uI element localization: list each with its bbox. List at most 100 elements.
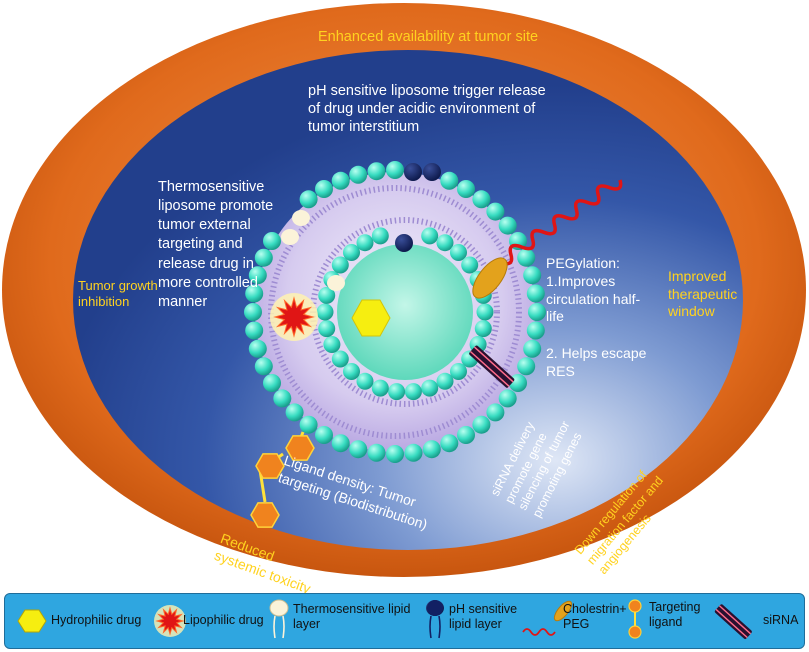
lipid-head [404,443,423,462]
targeting-ligands [250,431,315,528]
legend-sirna-label: siRNA [763,613,799,627]
lipid-head [498,389,517,408]
legend-thermosensitive: Thermosensitive lipid layer [263,594,421,648]
lipid-head [526,284,545,303]
lipophilic-drug-icon [154,605,186,637]
lipid-head [472,415,491,434]
lipid-head [476,303,494,321]
lipid-head [386,445,404,463]
lipid-head [244,303,262,321]
lipid-head [318,320,336,338]
lipid-head [526,321,545,340]
lipid-head [318,286,336,304]
hydrophilic-drug [351,299,391,337]
lipid-head [248,266,267,285]
lipid-head [349,440,368,459]
lipid-head [254,357,273,376]
lipid-head [254,248,273,267]
lipid-head [421,227,439,245]
lipid-head [440,434,459,453]
legend-ligand-label: Targeting ligand [649,600,701,629]
legend-thermosensitive-label: Thermosensitive lipid layer [293,602,411,631]
legend-hydrophilic: Hydrophilic drug [9,594,147,648]
outer-label-right: Improved therapeutic window [668,268,738,319]
lipid-head [299,190,318,209]
cholesterin-peg-icon [522,600,573,636]
lipid-head [461,256,479,274]
lipid-head [356,234,374,252]
lipid-head [299,415,318,434]
sirna [469,345,515,388]
pegylation-title: PEGylation: [546,255,620,271]
lipid-head [356,372,374,390]
lipid-head [523,266,542,285]
diagram-graphic [2,3,806,577]
ph-liposome-label: pH sensitive liposome trigger release of… [308,83,546,136]
lipid-head [343,363,360,380]
lipid-head [248,339,267,358]
lipid-head [457,180,475,198]
legend-peg: Cholestrin+ PEG [515,594,627,648]
thermosensitive-liposome-label: Thermosensitive liposome promote tumor e… [158,179,274,310]
legend: Hydrophilic drug Lipophilic drug Thermos… [4,593,805,649]
ph-sensitive-lipid-heads [395,163,441,252]
lipid-head [498,216,517,235]
lipid-head [517,248,536,267]
lipid-head [315,180,333,198]
outer-label-left: Tumor growth inhibition [78,278,158,310]
lipid-head [371,227,389,245]
lipid-head [422,440,441,459]
lipophilic-drug [270,293,318,341]
lipid-head [331,434,350,453]
lipid-head [436,372,454,390]
peg-chain [472,179,623,299]
lipid-head [517,357,536,376]
outer-label-top: Enhanced availability at tumor site [318,29,539,45]
lipid-head [367,443,386,462]
legend-peg-label: Cholestrin+ PEG [563,602,627,631]
lipid-head [331,171,350,190]
lipid-head [388,383,406,401]
legend-lipophilic: Lipophilic drug [153,594,267,648]
ph-sensitive-lipid-icon [426,600,444,639]
lipid-head [263,232,281,250]
lipid-head [523,339,542,358]
lipid-head [331,350,349,368]
lipid-head [316,303,334,321]
lipid-head [474,320,492,338]
legend-ph: pH sensitive lipid layer [415,594,531,648]
lipid-head [367,162,386,181]
pegylation-point-1: 1.Improves circulation half-life [546,273,641,324]
lipid-head [285,403,304,422]
targeting-ligand-icon [628,599,642,639]
lipid-head [273,389,292,408]
thermosensitive-lipid-heads [281,210,345,291]
lipid-head [386,161,404,179]
lipid-head [440,171,459,190]
hydrophilic-drug-icon [17,609,47,633]
legend-hydrophilic-label: Hydrophilic drug [51,613,142,627]
lipid-head [421,379,439,397]
lipid-head [528,303,546,321]
liposome [244,161,546,463]
lipid-head [371,379,389,397]
lipid-head [245,284,264,303]
legend-sirna: siRNA [711,594,803,648]
lipid-head [263,374,281,392]
lipid-head [343,244,360,261]
lipid-head [436,234,454,252]
pegylation-point-2: 2. Helps escape RES [546,345,647,379]
lipid-head [450,363,467,380]
lipid-head [450,244,467,261]
lipid-head [404,383,422,401]
outer-lipid-layer [244,161,546,463]
inner-lipid-layer [316,227,494,401]
legend-lipophilic-label: Lipophilic drug [183,613,264,627]
lipid-head [457,426,475,444]
lipid-head [349,165,368,184]
lipid-head [323,336,341,353]
lipid-head [486,202,505,221]
legend-ligand: Targeting ligand [619,594,715,648]
lipid-head [315,426,333,444]
